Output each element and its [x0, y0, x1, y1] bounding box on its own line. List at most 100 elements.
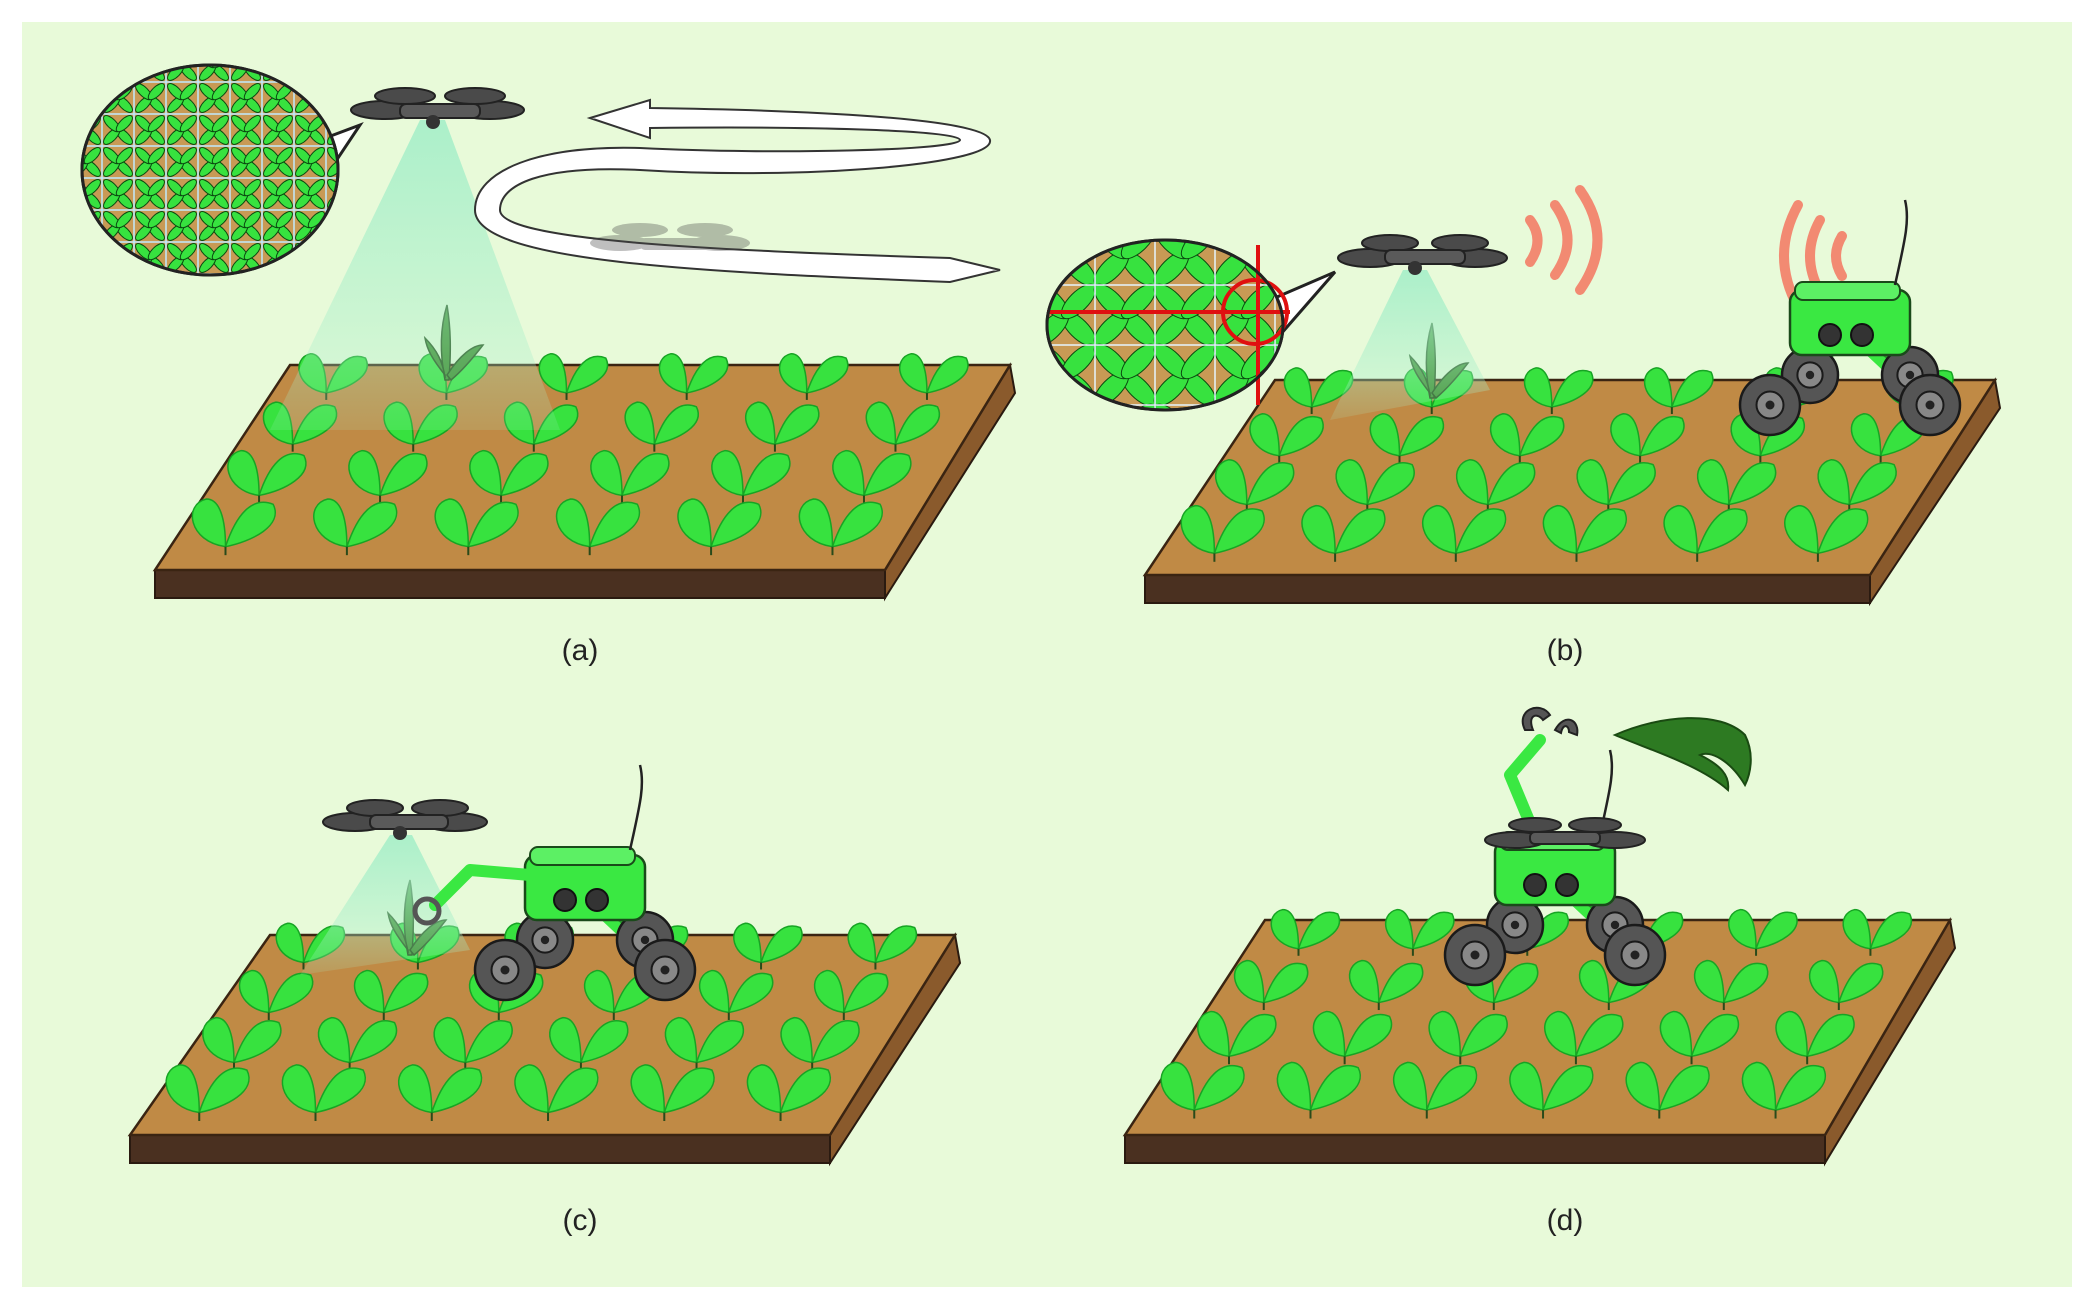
wheel-icon: [1898, 373, 1962, 437]
zoom-plant-icon: [295, 147, 325, 177]
zoom-plant-icon: [295, 179, 325, 209]
drone-scan-beam: [1330, 270, 1490, 420]
crop-plant-icon: [1301, 504, 1386, 562]
crop-plant-icon: [590, 449, 670, 504]
wheel-icon: [473, 938, 537, 1002]
uprooted-weed-icon: [1612, 717, 1752, 793]
zoom-plant-icon: [199, 211, 229, 241]
zoom-plant-icon: [199, 147, 229, 177]
crop-plant-icon: [313, 498, 398, 556]
crop-plant-icon: [1576, 458, 1656, 513]
crop-plant-icon: [1270, 908, 1341, 956]
crop-plant-icon: [1817, 458, 1897, 513]
quadcopter-drone-icon: [322, 799, 488, 840]
crop-plant-icon: [711, 449, 791, 504]
crop-plant-icon: [677, 498, 762, 556]
crop-plant-icon: [1197, 1010, 1277, 1065]
crop-plant-icon: [1741, 1061, 1826, 1119]
zoom-plant-icon: [167, 179, 197, 209]
crop-plant-icon: [1693, 959, 1769, 1011]
crop-plant-icon: [1392, 1061, 1478, 1119]
crop-plant-icon: [1455, 458, 1536, 513]
crop-plant-icon: [1659, 1010, 1739, 1065]
panel-d-scene: [1612, 717, 1752, 793]
crop-plant-icon: [227, 449, 307, 504]
quadcopter-drone-icon: [1337, 234, 1508, 275]
soil-edge: [1124, 1134, 1826, 1164]
crop-plant-icon: [469, 449, 549, 504]
zoom-plant-icon: [103, 115, 133, 145]
crop-plant-icon: [813, 969, 889, 1020]
flight-path-arrow-icon: [473, 98, 1001, 284]
crop-plant-icon: [1384, 908, 1455, 956]
zoom-plant-icon: [1153, 343, 1217, 407]
crop-plant-icon: [778, 352, 849, 400]
crop-plant-icon: [698, 969, 774, 1020]
crop-plant-icon: [238, 969, 314, 1020]
zoom-plant-icon: [199, 243, 229, 273]
gripper-icon: [412, 896, 442, 926]
crop-plant-icon: [1214, 458, 1295, 513]
robot-arm: [1504, 706, 1579, 841]
crop-plant-icon: [746, 1064, 831, 1121]
ground-robot-icon: [1738, 199, 1962, 437]
crop-plant-icon: [1523, 367, 1594, 415]
crop-plant-icon: [1696, 458, 1777, 513]
crop-plant-icon: [1625, 1061, 1710, 1119]
zoom-plant-icon: [263, 179, 293, 209]
panel-label-b: (b): [1547, 634, 1584, 667]
crop-plant-icon: [1728, 908, 1798, 956]
quadcopter-drone-icon: [1484, 817, 1646, 849]
crop-plant-icon: [191, 498, 276, 556]
crop-plant-icon: [1808, 959, 1884, 1011]
crop-plant-icon: [1348, 959, 1424, 1011]
zoom-plant-icon: [135, 179, 165, 209]
panel-c-scene: [300, 799, 488, 975]
zoom-plant-icon: [263, 115, 293, 145]
crop-plant-icon: [538, 352, 609, 400]
zoom-plant-icon: [199, 179, 229, 209]
crop-plant-icon: [733, 922, 803, 970]
zoom-plant-icon: [199, 65, 229, 81]
zoom-plant-icon: [231, 211, 261, 241]
crop-plant-icon: [1489, 413, 1565, 464]
zoom-plant-icon: [295, 115, 325, 145]
zoom-plant-icon: [231, 115, 261, 145]
zoom-plant-icon: [135, 147, 165, 177]
crop-plant-icon: [780, 1016, 860, 1071]
crop-plant-icon: [1369, 413, 1445, 464]
crop-plant-icon: [348, 449, 428, 504]
crop-plant-icon: [1283, 367, 1354, 415]
gripper-icon: [1521, 706, 1552, 731]
crop-plant-icon: [1784, 504, 1869, 562]
crop-plant-icon: [281, 1064, 366, 1121]
crop-plant-icon: [1421, 504, 1507, 562]
crop-plant-icon: [898, 352, 969, 400]
zoom-plant-icon: [231, 179, 261, 209]
crop-plant-icon: [1249, 413, 1324, 464]
zoom-plant-icon: [231, 83, 261, 113]
panel-label-a: (a): [562, 634, 599, 667]
crop-plant-icon: [1775, 1010, 1855, 1065]
ground-robot-icon: [412, 764, 697, 1002]
crop-plant-icon: [1610, 413, 1685, 464]
zoom-plant-icon: [103, 179, 133, 209]
crop-plant-icon: [317, 1016, 398, 1071]
field-c: [127, 879, 962, 1167]
soil-edge: [154, 569, 886, 599]
crop-plant-icon: [397, 1064, 483, 1121]
zoom-plant-icon: [263, 211, 293, 241]
crop-plant-icon: [865, 401, 941, 452]
crop-plant-icon: [1335, 458, 1415, 513]
crop-plant-icon: [1160, 1061, 1245, 1119]
crop-plant-icon: [165, 1064, 250, 1121]
zoom-plant-icon: [103, 147, 133, 177]
zoom-plant-icon: [263, 147, 293, 177]
wheel-icon: [1603, 923, 1667, 987]
soil-edge: [1144, 574, 1871, 604]
zoom-plant-icon: [135, 115, 165, 145]
crop-plant-icon: [1276, 1061, 1361, 1119]
zoom-plant-icon: [199, 83, 229, 113]
panel-label-d: (d): [1547, 1204, 1584, 1237]
